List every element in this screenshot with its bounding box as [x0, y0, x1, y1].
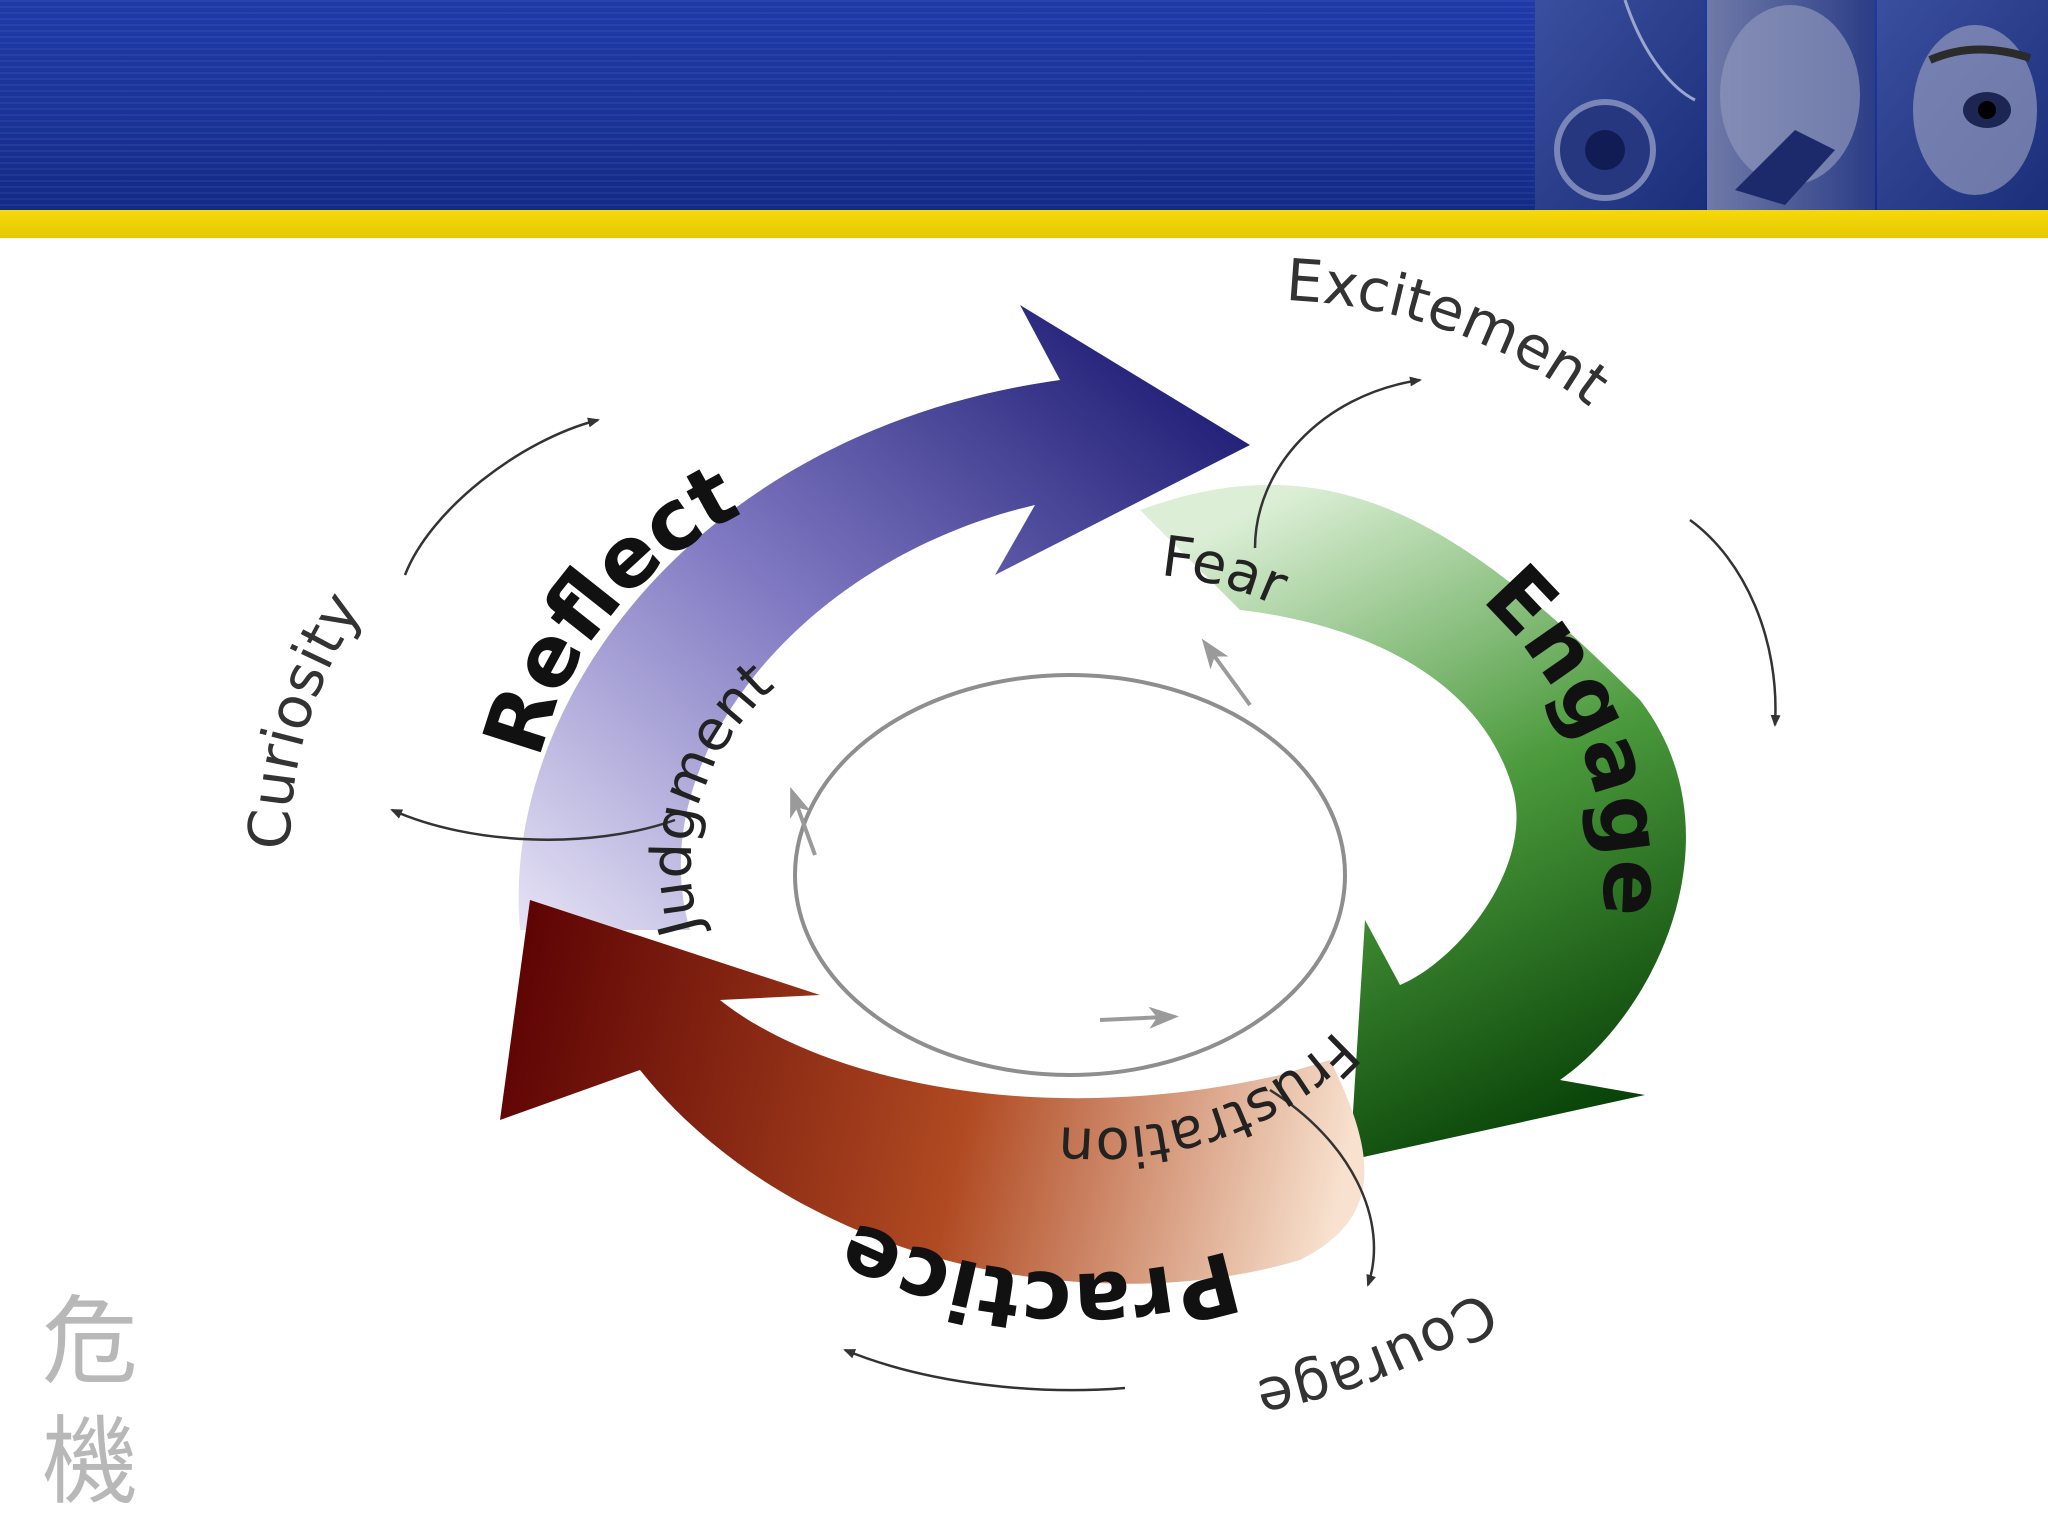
- reflect-arrow: [518, 305, 1250, 930]
- kanji-watermark: 危 機: [42, 1286, 138, 1518]
- outer-label-curiosity: Curiosity: [236, 580, 375, 851]
- outer-arrow-courage: [1269, 1088, 1376, 1287]
- header-photo-strip: [1535, 0, 2048, 210]
- outer-arrow-to-engage: [1689, 518, 1781, 727]
- outer-label-courage: Courage: [1252, 1278, 1509, 1433]
- outer-label-excitement: Excitement: [1284, 246, 1622, 418]
- kanji-danger: 危: [42, 1286, 138, 1398]
- engage-arrow: [1140, 484, 1686, 1160]
- inner-arrow-frustration: [1099, 1006, 1179, 1029]
- inner-arrow-judgment: [790, 786, 817, 856]
- banner-texture: [0, 0, 1540, 210]
- practice-arrow: [500, 900, 1365, 1284]
- header-banner: [0, 0, 2048, 210]
- inner-arrow-fear: [1201, 638, 1252, 707]
- outer-arrow-curiosity: [390, 808, 676, 841]
- outer-arrow-to-reflect: [403, 417, 600, 576]
- kanji-opportunity: 機: [42, 1406, 138, 1518]
- header-stripe: [0, 210, 2048, 238]
- inner-cycle-ring: [793, 673, 1347, 1077]
- cycle-diagram: Reflect Engage Practice Excitement Coura…: [236, 246, 1781, 1434]
- outer-arrow-excitement: [1253, 376, 1422, 549]
- outer-arrow-to-practice: [843, 1348, 1126, 1392]
